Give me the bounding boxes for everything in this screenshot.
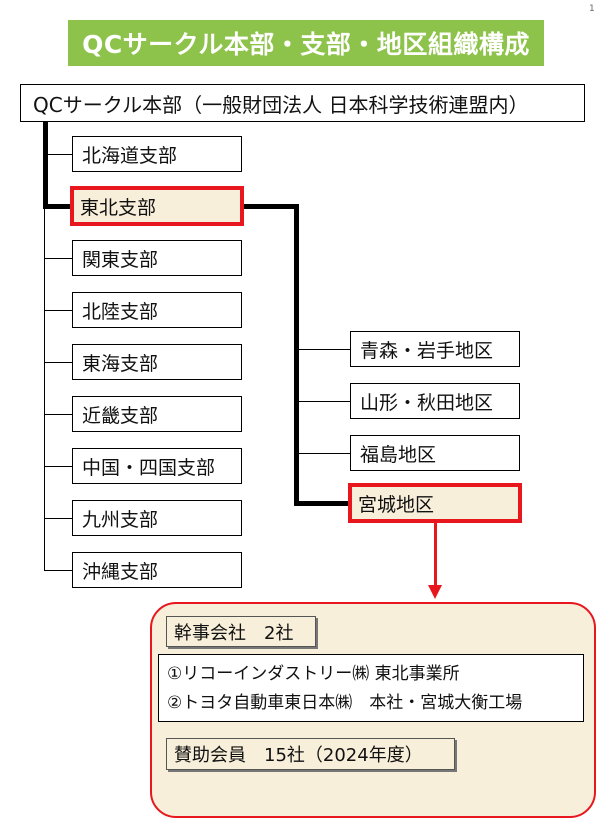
branch-tokai: 東海支部	[72, 344, 242, 380]
connector-chugoku-shikoku	[44, 466, 72, 467]
company-item: ②トヨタ自動車東日本㈱ 本社・宮城大衡工場	[167, 693, 523, 713]
branch-hokkaido: 北海道支部	[72, 136, 242, 172]
connector-hokkaido	[44, 154, 72, 155]
connector-yamagata-akita	[299, 401, 350, 402]
connector-kinki	[44, 414, 72, 415]
page-title: QCサークル本部・支部・地区組織構成	[68, 20, 544, 66]
branch-tohoku: 東北支部	[70, 186, 244, 226]
arrow-down-icon	[428, 585, 442, 599]
company-item: ①リコーインダストリー㈱ 東北事業所	[167, 664, 460, 684]
connector-kanto	[44, 258, 72, 259]
branch-trunk-thin	[44, 204, 45, 570]
sponsor-members-label: 賛助会員 15社（2024年度）	[166, 738, 455, 770]
companies-list: ①リコーインダストリー㈱ 東北事業所 ②トヨタ自動車東日本㈱ 本社・宮城大衡工場	[158, 654, 584, 722]
branch-trunk-bold	[43, 122, 48, 208]
secretariat-companies-label: 幹事会社 2社	[166, 616, 316, 647]
connector-hokuriku	[44, 310, 72, 311]
page-number: 1	[589, 4, 595, 14]
branch-kyushu: 九州支部	[72, 500, 242, 536]
headquarters-box: QCサークル本部（一般財団法人 日本科学技術連盟内）	[20, 84, 585, 122]
district-trunk	[294, 204, 299, 506]
district-fukushima: 福島地区	[350, 435, 520, 471]
branch-chugoku-shikoku: 中国・四国支部	[72, 448, 242, 484]
branch-hokuriku: 北陸支部	[72, 292, 242, 328]
district-aomori-iwate: 青森・岩手地区	[350, 331, 520, 367]
arrow-shaft	[434, 521, 437, 587]
connector-aomori-iwate	[299, 349, 350, 350]
connector-okinawa	[44, 570, 72, 571]
connector-miyagi	[294, 501, 350, 506]
branch-kanto: 関東支部	[72, 240, 242, 276]
connector-tokai	[44, 362, 72, 363]
connector-fukushima	[299, 453, 350, 454]
branch-kinki: 近畿支部	[72, 396, 242, 432]
connector-tohoku	[43, 204, 72, 209]
district-yamagata-akita: 山形・秋田地区	[350, 383, 520, 419]
connector-kyushu	[44, 518, 72, 519]
district-miyagi: 宮城地区	[348, 483, 522, 523]
tohoku-to-district-connector	[244, 204, 297, 209]
branch-okinawa: 沖縄支部	[72, 552, 242, 588]
